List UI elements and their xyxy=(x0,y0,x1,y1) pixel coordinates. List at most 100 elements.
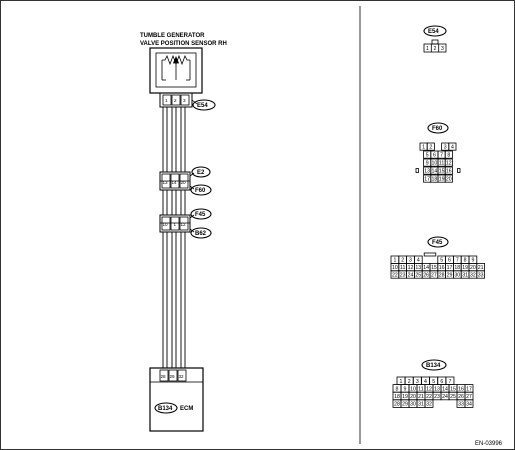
view-f60-cell-6: 6 xyxy=(433,152,436,158)
view-f45-cell-32: 32 xyxy=(470,272,476,278)
view-b134-cell-29: 29 xyxy=(402,402,408,408)
view-f60-cell-20: 20 xyxy=(446,176,452,182)
view-f60-cell-14: 14 xyxy=(432,168,438,174)
view-f60-cell-2-box xyxy=(426,142,435,151)
view-b134-cell-23: 23 xyxy=(434,394,440,400)
view-f45-cell-17: 17 xyxy=(447,265,453,271)
view-e54-tag-label: E54 xyxy=(428,29,439,35)
view-f60-cell-18: 18 xyxy=(432,176,438,182)
view-b134-cell-4: 4 xyxy=(424,379,427,385)
f45-b62-pin-a: 10 xyxy=(163,222,169,227)
view-f45-cell-10: 10 xyxy=(392,265,398,271)
e54-pin-3: 3 xyxy=(183,98,186,103)
view-b134-cell-24: 24 xyxy=(442,394,448,400)
view-f60-cell-4: 4 xyxy=(451,144,454,150)
view-f45-cell-33: 33 xyxy=(478,272,484,278)
view-b134-cell-11: 11 xyxy=(418,386,423,392)
view-b134-cell-32-box xyxy=(424,399,434,408)
view-f45-cell-2: 2 xyxy=(401,258,404,264)
view-f60-tag xyxy=(427,122,449,134)
view-b134-cell-16: 16 xyxy=(458,386,464,392)
view-b134-cell-21: 21 xyxy=(418,394,424,400)
view-f45-cell-13: 13 xyxy=(415,265,421,271)
connector-f45-b62-block xyxy=(159,214,191,233)
view-f45-cell-33-box xyxy=(476,270,485,279)
f45-b62-pin-c: 12 xyxy=(181,222,187,227)
view-b134-cell-19: 19 xyxy=(402,394,408,400)
f60-tag-label: F60 xyxy=(195,188,206,194)
view-b134-cell-17: 17 xyxy=(466,386,472,392)
view-f45-cell-24: 24 xyxy=(408,272,414,278)
view-f45-cell-3: 3 xyxy=(409,258,412,264)
view-f45-latch xyxy=(423,252,437,257)
view-f60-cell-9: 9 xyxy=(426,160,429,166)
view-f45-cell-1: 1 xyxy=(393,258,396,264)
sensor-body xyxy=(149,47,203,94)
view-f60-cell-10: 10 xyxy=(432,160,438,166)
view-b134-cell-25: 25 xyxy=(450,394,456,400)
view-f60-cell-3: 3 xyxy=(444,144,447,150)
view-b134-cell-32: 32 xyxy=(426,402,432,408)
view-b134-cell-15: 15 xyxy=(450,386,456,392)
view-b134-cell-13: 13 xyxy=(434,386,440,392)
view-b134-cell-8: 8 xyxy=(396,386,399,392)
b134-tag xyxy=(154,402,178,414)
view-b134-cell-27: 27 xyxy=(466,394,472,400)
view-f45-cell-11: 11 xyxy=(400,265,405,271)
view-f60-cell-16: 16 xyxy=(446,168,452,174)
view-f45-cell-25: 25 xyxy=(415,272,421,278)
view-f60-cell-8-box xyxy=(444,150,453,159)
view-f60-cell-12: 12 xyxy=(446,160,452,166)
view-f45-cell-31: 31 xyxy=(462,272,468,278)
view-e54-tag xyxy=(423,25,447,37)
view-f45-cell-26: 26 xyxy=(423,272,429,278)
view-b134-cell-14: 14 xyxy=(442,386,448,392)
ecm-pin-c: 32 xyxy=(179,374,185,379)
view-f45-cell-19: 19 xyxy=(462,265,468,271)
view-f45-cell-14: 14 xyxy=(423,265,429,271)
view-b134-cell-1: 1 xyxy=(400,379,403,385)
view-f45-cell-22: 22 xyxy=(392,272,398,278)
view-b134-cell-33: 33 xyxy=(458,402,464,408)
view-f45-cell-16: 16 xyxy=(439,265,445,271)
view-f45-cell-15: 15 xyxy=(431,265,437,271)
view-f45-cell-5: 5 xyxy=(440,258,443,264)
view-f45-cell-7: 7 xyxy=(456,258,459,264)
view-b134-cell-9: 9 xyxy=(404,386,407,392)
view-b134-cell-31: 31 xyxy=(418,402,424,408)
view-f60-cell-12-box xyxy=(444,158,453,167)
sensor-title-line1: TUMBLE GENERATOR xyxy=(140,33,205,39)
view-f45-cell-28: 28 xyxy=(439,272,445,278)
view-f60-cell-4-box xyxy=(448,142,457,151)
e54-pin-2: 2 xyxy=(174,98,177,103)
view-f45-cell-18: 18 xyxy=(454,265,460,271)
view-b134-cell-26: 26 xyxy=(458,394,464,400)
f60-tag xyxy=(190,184,212,196)
view-f45-cell-21: 21 xyxy=(478,265,484,271)
view-f45-tag xyxy=(427,236,449,248)
view-f45-cell-20: 20 xyxy=(470,265,476,271)
view-f60-cell-1: 1 xyxy=(422,144,425,150)
view-f45-cell-8: 8 xyxy=(464,258,467,264)
view-b134-cell-18: 18 xyxy=(394,394,400,400)
view-b134-tag-label: B134 xyxy=(426,363,441,369)
view-f60-cell-15: 15 xyxy=(439,168,445,174)
harness-wires xyxy=(162,107,186,368)
view-f60-cell-17: 17 xyxy=(424,176,430,182)
view-e54-cell-3: 3 xyxy=(441,46,444,52)
view-b134-cell-5: 5 xyxy=(432,379,435,385)
sensor-title-line2: VALVE POSITION SENSOR RH xyxy=(140,41,227,47)
b62-tag-label: B62 xyxy=(195,231,207,237)
f45-tag-label: F45 xyxy=(195,212,206,218)
view-b134-cell-7: 7 xyxy=(449,379,452,385)
view-f45-cell-23: 23 xyxy=(400,272,406,278)
view-f60-cell-7: 7 xyxy=(440,152,443,158)
view-f60-cell-13: 13 xyxy=(424,168,430,174)
ecm-label: ECM xyxy=(180,406,193,412)
view-f45-cell-27: 27 xyxy=(431,272,437,278)
view-b134-cell-6: 6 xyxy=(440,379,443,385)
